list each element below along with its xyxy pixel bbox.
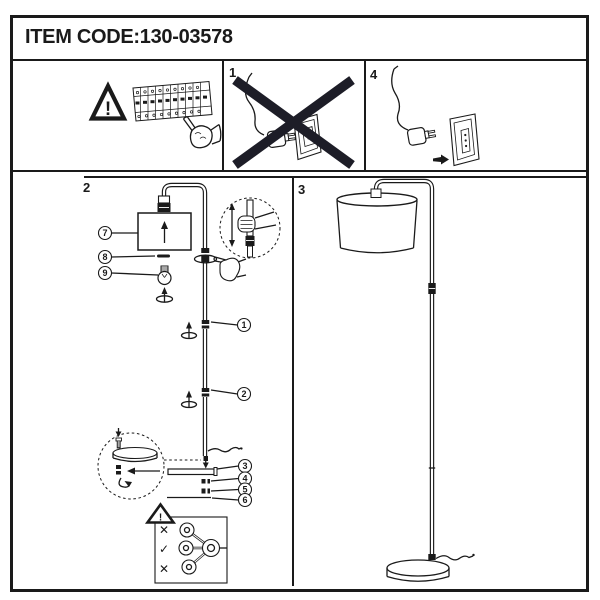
cord-icon (207, 446, 243, 453)
lamp-shade (336, 192, 418, 254)
cord-grommet-icons (178, 522, 221, 575)
wall-outlet-icon (449, 113, 480, 167)
svg-text:9: 9 (102, 268, 107, 278)
main-top-divider (84, 176, 586, 178)
svg-text:!: ! (159, 513, 162, 524)
pointing-hand-icon (213, 256, 247, 282)
part-callout-2: 2 (236, 386, 252, 402)
svg-text:!: ! (105, 99, 111, 120)
step-2-number: 2 (83, 180, 91, 195)
adjust-collar (428, 283, 436, 294)
page-border (10, 15, 589, 592)
lamp-pole (161, 182, 208, 456)
part-callout-9: 9 (97, 265, 113, 281)
correct-mark: ✓ (159, 542, 169, 556)
cord-icon (435, 553, 475, 561)
shade-washer-icon (157, 254, 170, 258)
circuit-breaker-panel-icon (132, 80, 213, 122)
pole-joint-2 (180, 388, 210, 409)
screw-icon (115, 428, 122, 449)
hook-rotate-icon (118, 477, 132, 488)
screw-in-arrow-icon (155, 287, 174, 303)
pole-bottom-stud (202, 456, 209, 469)
safety-panel-illustration: ! (88, 80, 222, 149)
main-vertical-divider (292, 178, 294, 586)
pole-joint-1 (180, 320, 210, 340)
power-plug-icon (406, 127, 437, 146)
svg-text:3: 3 (242, 461, 247, 471)
header-divider (13, 59, 586, 61)
top-row-divider (13, 170, 586, 172)
pole-base-joint (428, 554, 436, 560)
prohibition-x-icon (232, 76, 355, 169)
lamp-shade (137, 212, 192, 251)
step-3-number: 3 (298, 182, 306, 197)
svg-text:8: 8 (102, 252, 107, 262)
lamp-pole (373, 178, 435, 555)
base-mount-detail (97, 428, 165, 500)
gripping-hand-icon (237, 211, 277, 233)
pointing-hand-icon (182, 116, 222, 149)
base-plate (167, 467, 218, 476)
step2-panel-illustration: 7 8 9 (97, 182, 281, 584)
height-adjust-detail (219, 197, 281, 259)
svg-text:1: 1 (241, 320, 246, 330)
step3-panel-illustration (336, 178, 475, 582)
lock-washer-icon (201, 488, 210, 494)
step1-panel-illustration (232, 72, 355, 169)
step4-panel-illustration (391, 65, 480, 167)
warning-triangle-icon: ! (88, 81, 128, 121)
wrong-mark: ✕ (159, 523, 169, 537)
cord-icon (391, 65, 409, 131)
svg-text:2: 2 (241, 389, 246, 399)
svg-text:7: 7 (102, 228, 107, 238)
pole-connector-top (193, 248, 218, 264)
part-callout-1: 1 (236, 317, 252, 333)
part-callout-3: 3 (237, 458, 253, 474)
warning-triangle-icon: ! (144, 502, 177, 524)
cord-routing-warning: ! ✕ ✓ ✕ (144, 502, 228, 584)
step-1-number: 1 (229, 65, 237, 80)
step-4-number: 4 (370, 67, 378, 82)
lamp-socket-icon (157, 195, 171, 212)
up-arrow-icon (161, 221, 168, 229)
lamp-base (386, 559, 450, 582)
part-callout-7: 7 (97, 225, 113, 241)
item-code: ITEM CODE:130-03578 (25, 26, 233, 48)
washer-icon (201, 479, 210, 484)
panel-divider-2 (364, 61, 366, 170)
wrong-mark: ✕ (159, 562, 169, 576)
breaker-clips (135, 85, 201, 119)
base-disc-icon (112, 446, 158, 463)
svg-text:4: 4 (242, 474, 247, 484)
svg-text:6: 6 (242, 495, 247, 505)
part-callout-8: 8 (97, 249, 113, 265)
insert-arrow-icon (433, 154, 449, 165)
lamp-socket-icon (370, 188, 382, 198)
light-bulb-icon (157, 265, 172, 286)
breaker-toggles (135, 95, 207, 105)
svg-text:5: 5 (242, 485, 247, 495)
panel-divider-1 (222, 61, 224, 170)
left-arrow-icon (127, 467, 160, 475)
part-callout-6: 6 (237, 492, 253, 508)
